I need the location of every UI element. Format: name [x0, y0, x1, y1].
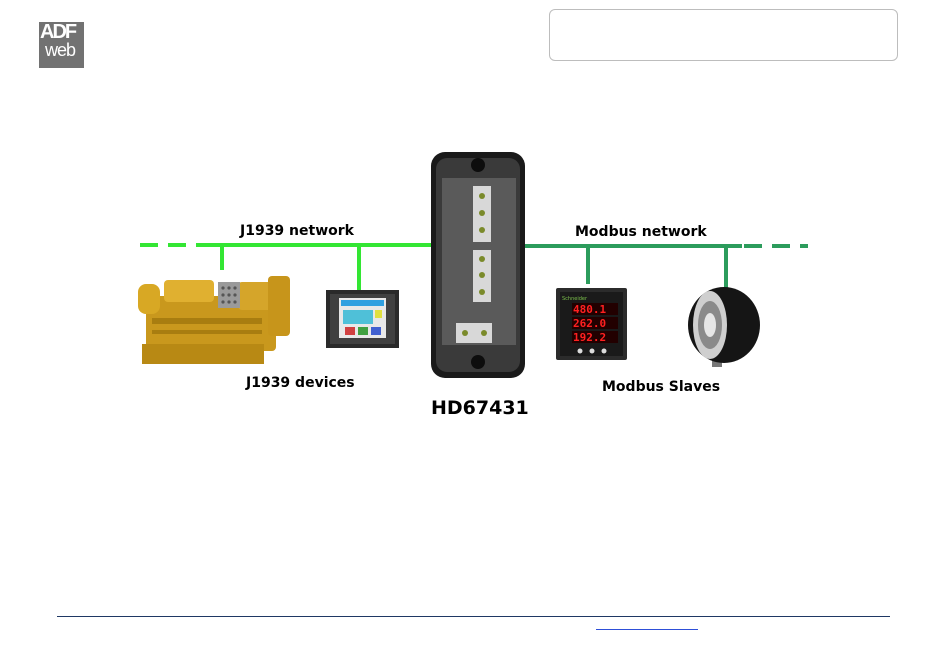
svg-text:Schneider: Schneider — [562, 296, 588, 302]
footer-divider — [57, 616, 890, 617]
converter-model-label: HD67431 — [431, 397, 529, 419]
meter-reading-1: 480.1 — [573, 303, 606, 316]
j1939-network-label: J1939 network — [240, 223, 354, 239]
encoder-image — [688, 287, 760, 367]
hmi-panel-image — [326, 290, 399, 348]
converter-device-image — [431, 152, 525, 378]
footer-link[interactable] — [596, 629, 698, 630]
modbus-slaves-label: Modbus Slaves — [602, 379, 720, 395]
engine-image — [138, 276, 290, 364]
power-meter-image: Schneider 480.1 262.0 192.2 — [556, 288, 627, 360]
modbus-network-line — [524, 246, 808, 288]
meter-reading-3: 192.2 — [573, 331, 606, 344]
j1939-devices-label: J1939 devices — [246, 375, 355, 391]
meter-reading-2: 262.0 — [573, 317, 606, 330]
modbus-network-label: Modbus network — [575, 224, 707, 240]
